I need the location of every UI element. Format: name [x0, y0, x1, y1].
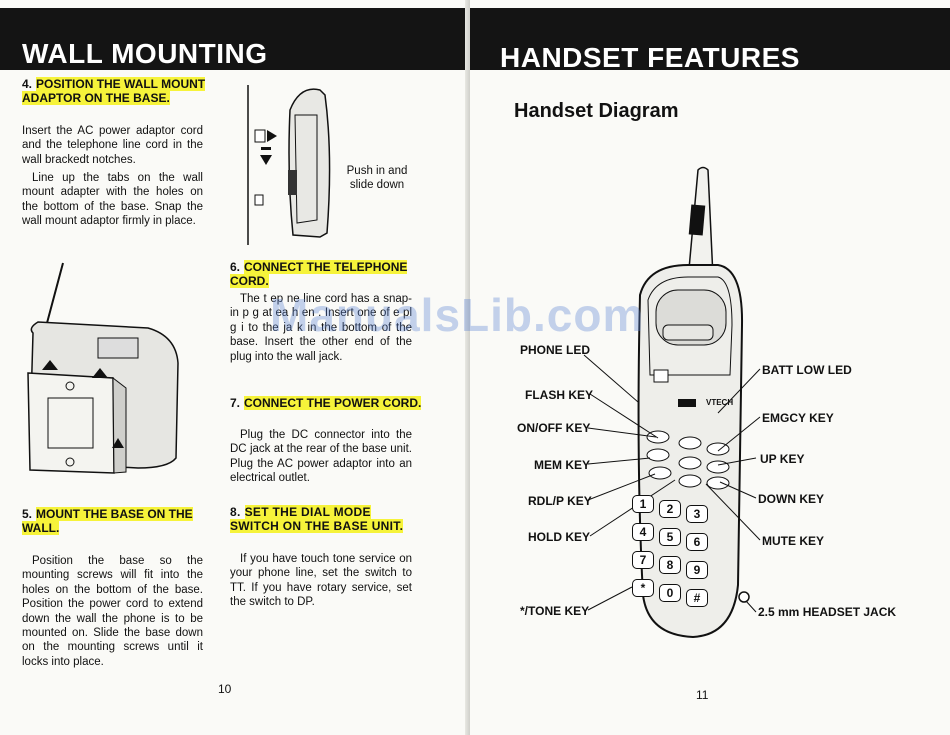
right-header-bar: HANDSET FEATURES [470, 8, 950, 73]
step4-para1: Insert the AC power adaptor cord and the… [22, 125, 203, 166]
left-page: WALL MOUNTING 4.POSITION THE WALL MOUNT … [0, 0, 470, 735]
keypad-key-7: 7 [632, 551, 654, 569]
push-in-label: Push in and slide down [346, 165, 408, 192]
step8-number: 8. [230, 505, 241, 519]
mute-key-label: MUTE KEY [762, 534, 825, 548]
keypad-key-6: 6 [686, 533, 708, 551]
callout-lines [583, 354, 761, 613]
up-key-label: UP KEY [760, 452, 805, 466]
keypad-key-star: * [632, 579, 654, 597]
rdl-p-key-label: RDL/P KEY [528, 494, 592, 508]
left-page-number: 10 [218, 682, 232, 696]
step7-body: Plug the DC connector into the DC jack a… [230, 429, 412, 485]
step8-title: SET THE DIAL MODE SWITCH ON THE BASE UNI… [230, 505, 404, 533]
headset-jack-label: 2.5 mm HEADSET JACK [758, 605, 897, 619]
watermark: ManualsLib.com [270, 289, 645, 341]
step7-number: 7. [230, 396, 241, 410]
step6-number: 6. [230, 260, 241, 274]
step4-number: 4. [22, 77, 33, 91]
down-key-label: DOWN KEY [758, 492, 824, 506]
on-off-key-label: ON/OFF KEY [517, 421, 591, 435]
mem-key-label: MEM KEY [534, 458, 591, 472]
step5-number: 5. [22, 507, 33, 521]
step5-body: Position the base so the mounting screws… [22, 555, 203, 668]
hold-key-label: HOLD KEY [528, 530, 591, 544]
keypad-key-2: 2 [659, 500, 681, 518]
step6-title: CONNECT THE TELEPHONE CORD. [230, 260, 408, 288]
keypad-key-0: 0 [659, 584, 681, 602]
right-page-title: HANDSET FEATURES [500, 42, 800, 73]
wall-mount-slide-figure [247, 85, 331, 245]
batt-low-led-label: BATT LOW LED [762, 363, 852, 377]
keypad-key-hash: # [686, 589, 708, 607]
step5-heading: 5.MOUNT THE BASE ON THE WALL. [22, 507, 212, 535]
phone-led-label: PHONE LED [520, 343, 591, 357]
step6-heading: 6.CONNECT THE TELEPHONE CORD. [230, 260, 430, 288]
keypad-key-5: 5 [659, 528, 681, 546]
keypad-key-8: 8 [659, 556, 681, 574]
star-tone-key-label: */TONE KEY [520, 604, 590, 618]
left-page-title: WALL MOUNTING [22, 38, 268, 69]
right-page: HANDSET FEATURES Handset Diagram VTECH [470, 0, 950, 735]
keypad-key-9: 9 [686, 561, 708, 579]
step5-title: MOUNT THE BASE ON THE WALL. [22, 507, 193, 535]
step8-body: If you have touch tone service on your p… [230, 553, 412, 609]
step4-para2: Line up the tabs on the wall mount adapt… [22, 172, 203, 228]
step7-title: CONNECT THE POWER CORD. [244, 396, 422, 410]
flash-key-label: FLASH KEY [525, 388, 594, 402]
base-unit-figure [27, 262, 179, 474]
left-header-bar: WALL MOUNTING [0, 8, 470, 70]
handset-diagram-heading: Handset Diagram [514, 100, 679, 122]
brand-label: VTECH [706, 398, 734, 407]
step8-heading: 8.SET THE DIAL MODE SWITCH ON THE BASE U… [230, 505, 420, 533]
keypad-key-4: 4 [632, 523, 654, 541]
keypad-key-1: 1 [632, 495, 654, 513]
step7-heading: 7.CONNECT THE POWER CORD. [230, 396, 430, 410]
emgcy-key-label: EMGCY KEY [762, 411, 834, 425]
keypad-key-3: 3 [686, 505, 708, 523]
step4-title: POSITION THE WALL MOUNT ADAPTOR ON THE B… [22, 77, 206, 105]
step6-body: The t ep ne line cord has a snap-in p g … [230, 293, 412, 363]
step4-heading: 4.POSITION THE WALL MOUNT ADAPTOR ON THE… [22, 77, 222, 105]
right-page-number: 11 [696, 688, 709, 702]
